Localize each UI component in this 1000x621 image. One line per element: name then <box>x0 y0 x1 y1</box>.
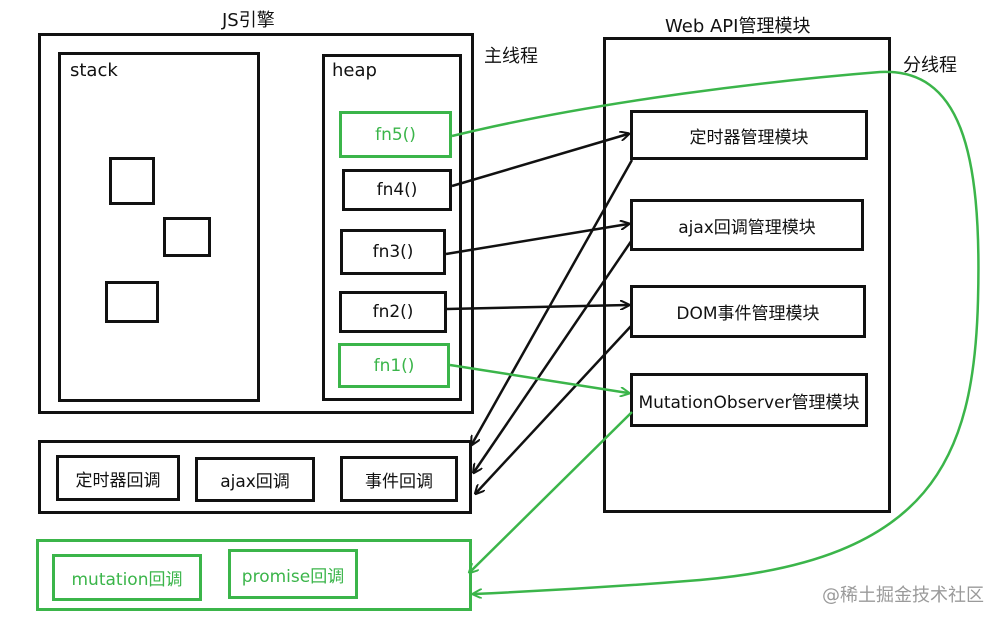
heap-box <box>322 54 462 401</box>
js-engine-box <box>38 33 474 414</box>
mutation-callback: mutation回调 <box>52 554 202 601</box>
heap-fn1: fn1() <box>338 343 450 388</box>
arrow-mutation-microqueue <box>470 411 633 572</box>
engine-title: JS引擎 <box>222 10 275 31</box>
stack-frame <box>105 281 159 323</box>
heap-fn4: fn4() <box>342 169 452 211</box>
macrotask-queue <box>38 440 472 514</box>
arrow-dom-queue <box>476 324 633 493</box>
timer-callback: 定时器回调 <box>56 455 180 501</box>
ajax-module: ajax回调管理模块 <box>630 199 864 251</box>
heap-fn5: fn5() <box>339 111 452 158</box>
timer-module: 定时器管理模块 <box>630 110 868 160</box>
ajax-callback: ajax回调 <box>195 457 315 502</box>
heap-fn2: fn2() <box>339 291 447 333</box>
stack-frame <box>163 217 211 257</box>
dom-event-module: DOM事件管理模块 <box>630 285 866 338</box>
watermark: @稀土掘金技术社区 <box>822 585 984 606</box>
heap-fn3: fn3() <box>340 229 446 275</box>
web-api-title: Web API管理模块 <box>665 16 811 37</box>
arrow-fn2-dom <box>446 305 628 311</box>
promise-callback: promise回调 <box>228 549 358 599</box>
arrow-ajax-queue <box>474 239 634 472</box>
main-thread-label: 主线程 <box>484 46 538 67</box>
heap-label: heap <box>332 60 377 81</box>
event-callback: 事件回调 <box>340 456 458 502</box>
arrow-fn4-timer <box>451 134 628 188</box>
arrow-fn5-loop <box>451 70 980 594</box>
sub-thread-label: 分线程 <box>903 55 957 76</box>
microtask-queue <box>36 539 472 611</box>
arrow-timer-queue <box>472 159 634 444</box>
arrow-fn3-ajax <box>445 224 628 256</box>
mutation-observer-module: MutationObserver管理模块 <box>630 373 868 427</box>
stack-label: stack <box>70 60 118 81</box>
arrow-fn1-mutation <box>449 363 628 393</box>
stack-box <box>58 52 260 402</box>
stack-frame <box>109 157 155 205</box>
web-api-box <box>603 37 891 513</box>
